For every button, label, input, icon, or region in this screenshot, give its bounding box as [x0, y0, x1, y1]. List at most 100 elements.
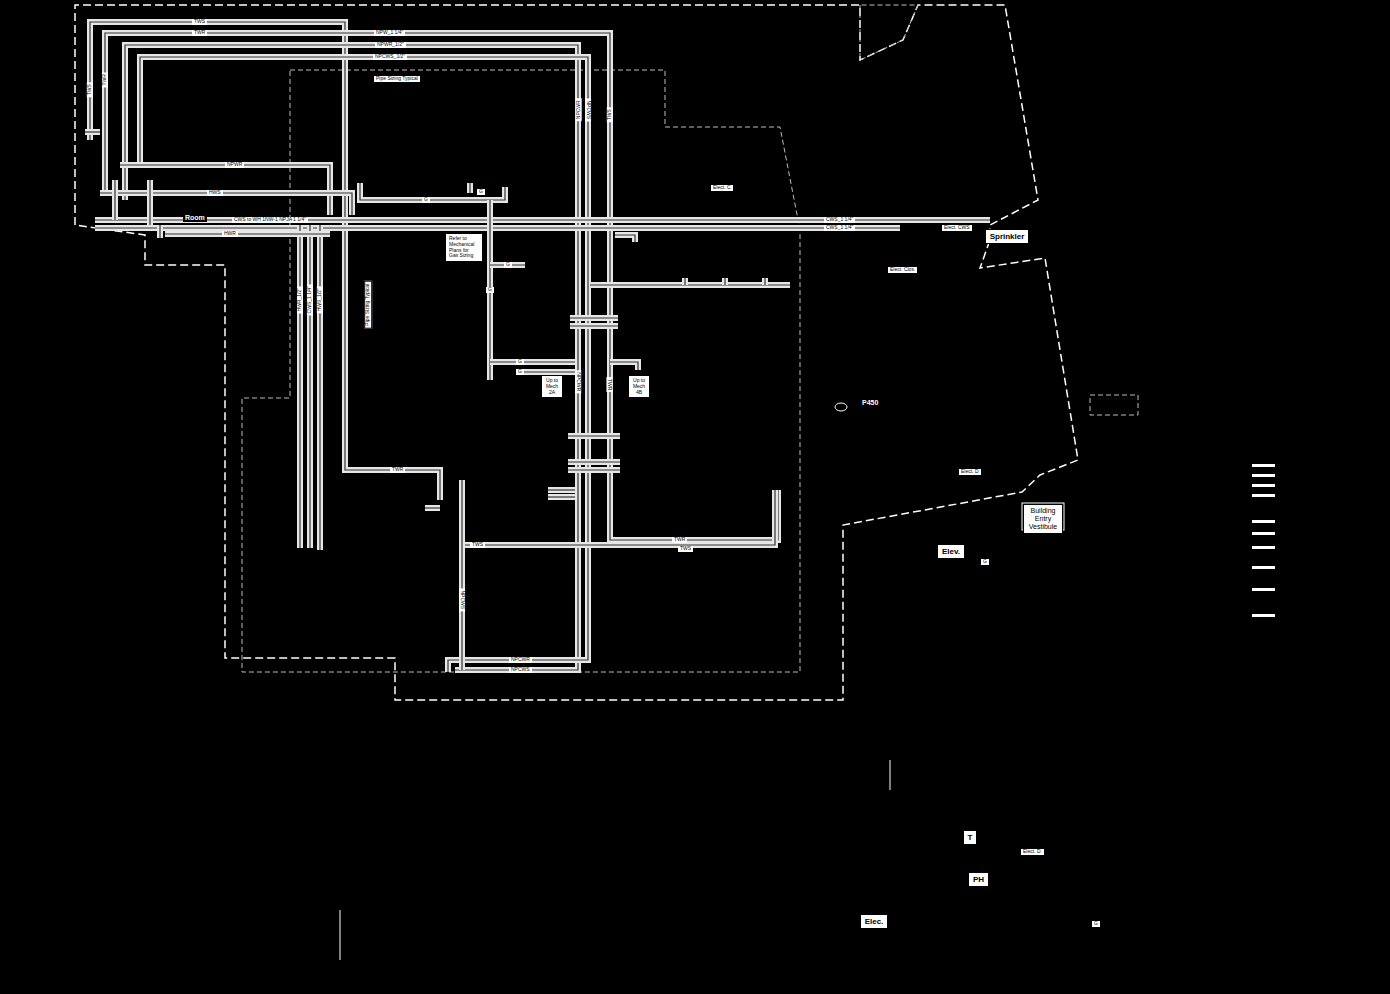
- pipe-center: [568, 435, 620, 436]
- pipe-label: TWS: [470, 542, 485, 548]
- room-outline: [242, 5, 1138, 672]
- pipe-label: HWR_1/2": [297, 286, 303, 313]
- pipe-label: NPCWS_1/2": [373, 54, 407, 60]
- pipe: [140, 57, 588, 672]
- pipe-center: [684, 278, 685, 285]
- tag-label: Elect. C: [710, 184, 734, 192]
- pipe-label: CWS_1 1/4": [824, 225, 855, 231]
- pipe: [487, 200, 493, 380]
- pipe-label: TWR: [390, 467, 405, 473]
- tag-label: Pipe Sizing Typical: [373, 75, 421, 83]
- pipe: [112, 180, 118, 220]
- tag-label: G: [1091, 920, 1101, 928]
- note-box: Elev.: [937, 544, 965, 559]
- tag-label: Elect. Clos.: [887, 266, 918, 274]
- pipe-label: NPWR_1/2": [375, 42, 406, 48]
- pipe: [548, 487, 575, 493]
- pipe-label: TWR: [102, 72, 108, 87]
- pipe: [85, 129, 100, 135]
- pipe: [100, 193, 352, 215]
- pipe: [682, 278, 688, 285]
- stair-marks: [1252, 464, 1275, 617]
- pipe-center: [360, 183, 505, 200]
- pipe-center: [465, 490, 775, 545]
- room-label: Room: [183, 214, 207, 222]
- node-text: Up to Mech 4B: [632, 378, 646, 395]
- misc-marks: [340, 403, 1064, 960]
- node-text: Elev.: [941, 547, 961, 556]
- pipe-center: [568, 461, 620, 462]
- pipe: [490, 359, 575, 365]
- tag-label: Elect. CWS: [941, 224, 973, 232]
- pipe-center: [548, 489, 575, 490]
- pipe-center: [570, 325, 618, 326]
- pipe: [125, 45, 578, 670]
- pipe-center: [319, 225, 320, 550]
- pipe: [570, 323, 618, 329]
- pipe-center: [95, 219, 990, 220]
- pipe: [465, 490, 775, 545]
- pipe: [490, 262, 525, 268]
- pipe: [95, 217, 990, 223]
- pipe-center: [95, 227, 900, 228]
- note-box: Sprinkler: [985, 229, 1029, 244]
- pipe-label: NPCWR: [509, 657, 532, 663]
- pipe-center: [165, 233, 330, 234]
- pipe-label: TWS: [607, 107, 613, 122]
- tag-label: Elect. D.: [1020, 848, 1045, 856]
- node-text: Elec.: [864, 917, 884, 926]
- pipe-label: NPCWS: [509, 667, 532, 673]
- pipe: [147, 180, 153, 225]
- pipe-center: [590, 284, 790, 285]
- pipe-center: [125, 45, 578, 670]
- pipe-center: [100, 193, 352, 215]
- pipe-center: [159, 225, 160, 238]
- pipe-label: NPW_1 1/4": [374, 30, 405, 36]
- pipe-label: G: [504, 262, 512, 268]
- pipe-center: [520, 371, 575, 372]
- pipe-label: NPWR: [225, 162, 244, 168]
- pipe: [425, 505, 440, 511]
- pipe: [762, 278, 768, 285]
- pipe: [307, 225, 313, 548]
- pipe-label: CWS_1 1/4": [307, 284, 313, 315]
- pipe: [548, 494, 575, 500]
- note-box: Refer to Mechanical Plans for Gas Sizing: [445, 233, 483, 262]
- pipe-label: G: [516, 369, 524, 375]
- pipe-center: [299, 225, 300, 548]
- pipe-label: NPCWR: [576, 98, 582, 121]
- pipe-center: [568, 469, 620, 470]
- pipe-label: CWS_1 1/4": [824, 217, 855, 223]
- tag-label: G: [980, 558, 990, 566]
- pipe-center: [425, 507, 440, 508]
- pipe-label: TWR: [192, 30, 207, 36]
- pipe-label: G: [486, 287, 494, 293]
- node-text: Building Entry Vestibule: [1027, 507, 1059, 531]
- pipe-center: [149, 180, 150, 225]
- pipe-center: [548, 496, 575, 497]
- pipe-center: [309, 225, 310, 548]
- note-box: Up to Mech 4B: [628, 375, 650, 398]
- pipe-label: NPCWS: [586, 98, 592, 121]
- pipe-center: [114, 180, 115, 220]
- pipe: [467, 183, 473, 193]
- pipe-label: NPCWR: [576, 370, 582, 393]
- pipe-label: TWS: [87, 82, 93, 97]
- pipe-label: TWR: [672, 537, 687, 543]
- node-text: Up to Mech 2A: [545, 378, 559, 395]
- node-text: Sprinkler: [989, 232, 1025, 241]
- pipe: [615, 235, 635, 242]
- pipe: [570, 315, 618, 321]
- pipe: [297, 225, 303, 548]
- note-box: PH: [968, 872, 989, 887]
- pipe-label: HWR: [222, 231, 238, 237]
- tag-label: Pipe Sizing Typical: [364, 281, 372, 329]
- node-text: PH: [972, 875, 985, 884]
- pipe-center: [764, 278, 765, 285]
- pipe: [165, 231, 330, 237]
- pipe: [568, 459, 620, 465]
- pipe: [568, 467, 620, 473]
- pipe: [590, 282, 790, 288]
- pipe-runs: [85, 22, 990, 672]
- pipe-center: [724, 278, 725, 285]
